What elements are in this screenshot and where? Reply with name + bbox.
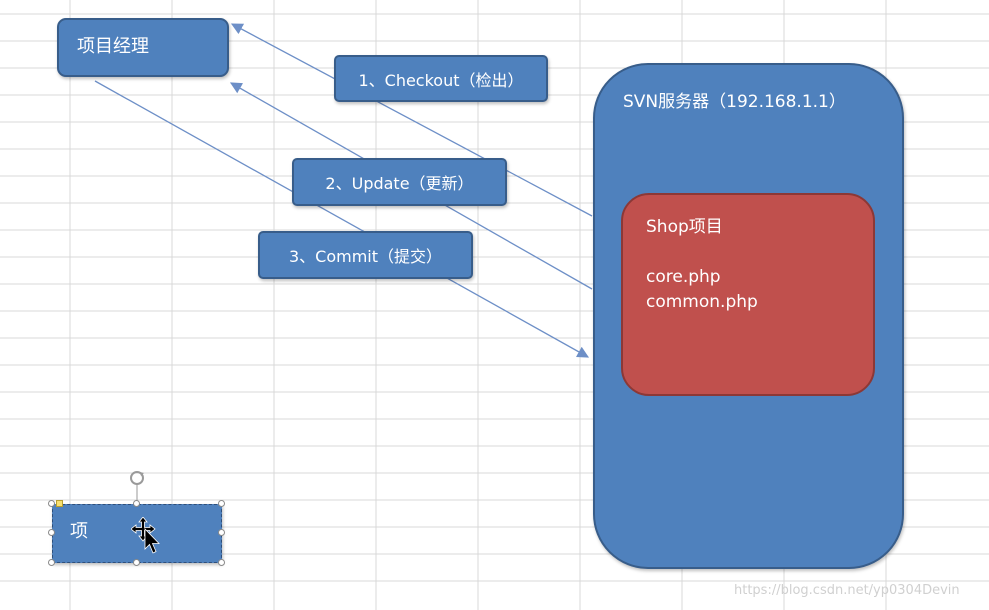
file-common-php: common.php [646, 292, 758, 312]
shop-project-title: Shop项目 [646, 217, 723, 237]
editing-text: 项 [70, 521, 88, 542]
resize-handle-bc[interactable] [133, 559, 140, 566]
resize-handle-tc[interactable] [133, 500, 140, 507]
resize-handle-ml[interactable] [48, 529, 55, 536]
resize-handle-br[interactable] [218, 559, 225, 566]
update-step-label: 2、Update（更新） [325, 174, 474, 193]
project-manager-label: 项目经理 [77, 36, 149, 57]
editing-text-box[interactable]: 项 [52, 504, 222, 563]
resize-handle-bl[interactable] [48, 559, 55, 566]
move-cursor-icon [131, 517, 160, 554]
watermark: https://blog.csdn.net/yp0304Devin [734, 583, 960, 598]
commit-step-label: 3、Commit（提交） [288, 247, 443, 266]
shop-project-box[interactable]: Shop项目 core.php common.php [621, 193, 875, 396]
resize-handle-tr[interactable] [218, 500, 225, 507]
checkout-step-box[interactable]: 1、Checkout（检出） [334, 55, 548, 102]
update-step-box[interactable]: 2、Update（更新） [292, 158, 507, 206]
resize-handle-tl[interactable] [48, 500, 55, 507]
svn-server-title: SVN服务器（192.168.1.1） [623, 92, 846, 112]
resize-handle-mr[interactable] [218, 529, 225, 536]
checkout-step-label: 1、Checkout（检出） [358, 70, 524, 90]
file-core-php: core.php [646, 267, 721, 287]
commit-step-box[interactable]: 3、Commit（提交） [258, 231, 473, 279]
project-manager-box[interactable]: 项目经理 [57, 18, 229, 77]
adjust-handle[interactable] [56, 500, 63, 507]
